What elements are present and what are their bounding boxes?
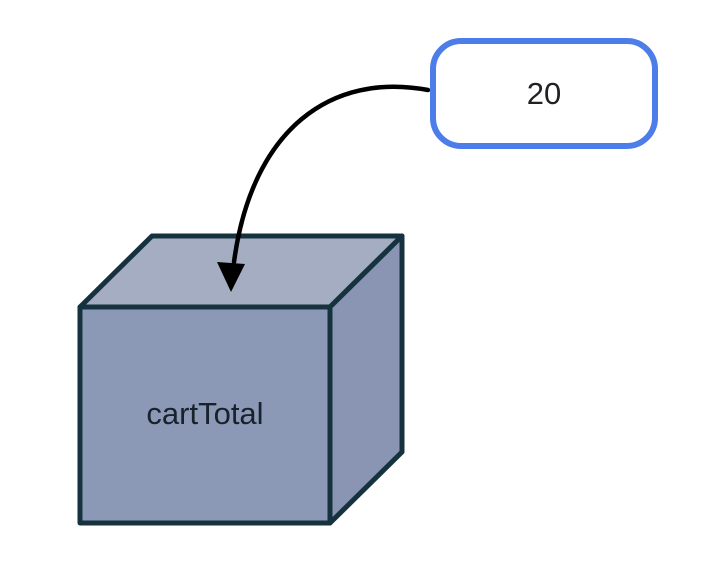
variable-name-label: cartTotal [146,396,263,431]
value-badge: 20 [430,38,658,149]
value-label: 20 [527,76,561,111]
variable-cube: cartTotal [77,233,405,526]
pointer-arrow [231,84,431,265]
cube-front-face [77,304,333,526]
value-badge-box [430,38,658,149]
pointer-arrowhead-icon [217,262,245,292]
